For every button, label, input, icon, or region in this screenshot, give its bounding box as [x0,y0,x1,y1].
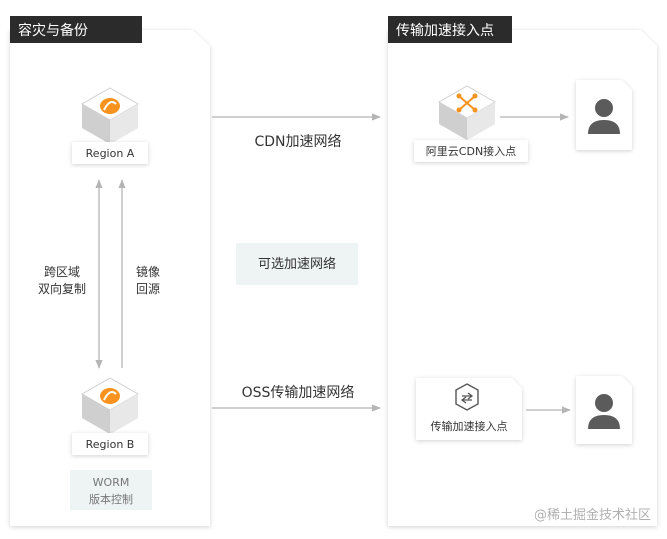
left-panel-title: 容灾与备份 [18,22,88,39]
oss-network-label: OSS传输加速网络 [242,385,355,401]
region-b-label: Region B [86,438,135,451]
replication-label-1: 跨区域 [44,265,80,279]
cdn-node-label-box [414,140,528,162]
version-control-label: 版本控制 [89,492,133,506]
transfer-accel-icon [455,383,479,411]
cdn-icon [437,85,497,140]
left-panel: 容灾与备份 [10,16,210,526]
user-card-top [576,80,632,150]
left-panel-card [10,30,210,526]
cdn-node: 阿里云CDN接入点 [414,85,528,162]
cdn-node-label: 阿里云CDN接入点 [426,145,516,158]
user-icon [588,394,620,429]
watermark: @稀土掘金技术社区 [534,507,651,523]
accel-node: 传输加速接入点 [416,378,522,440]
user-card-bottom [576,376,632,444]
mirror-label-1: 镜像 [136,264,160,279]
oss-bucket-icon [80,87,140,144]
region-a-label-box [72,142,148,164]
region-a-node: Region A [72,87,148,164]
cdn-network-label: CDN加速网络 [254,134,341,150]
optional-network-box [236,243,358,285]
worm-box: WORM 版本控制 [70,470,152,510]
user-icon [588,99,620,134]
right-panel-title: 传输加速接入点 [396,22,494,39]
mirror-label-2: 回源 [136,282,160,296]
left-panel-header [10,16,142,43]
replication-label-2: 双向复制 [38,281,86,296]
accel-node-label: 传输加速接入点 [431,419,508,433]
worm-label: WORM [93,476,130,489]
region-b-label-box [72,433,148,455]
region-a-label: Region A [86,147,135,160]
oss-bucket-icon [80,377,140,434]
right-panel-header [388,16,512,43]
region-b-node: Region B [72,377,148,455]
optional-network-label: 可选加速网络 [258,256,336,272]
